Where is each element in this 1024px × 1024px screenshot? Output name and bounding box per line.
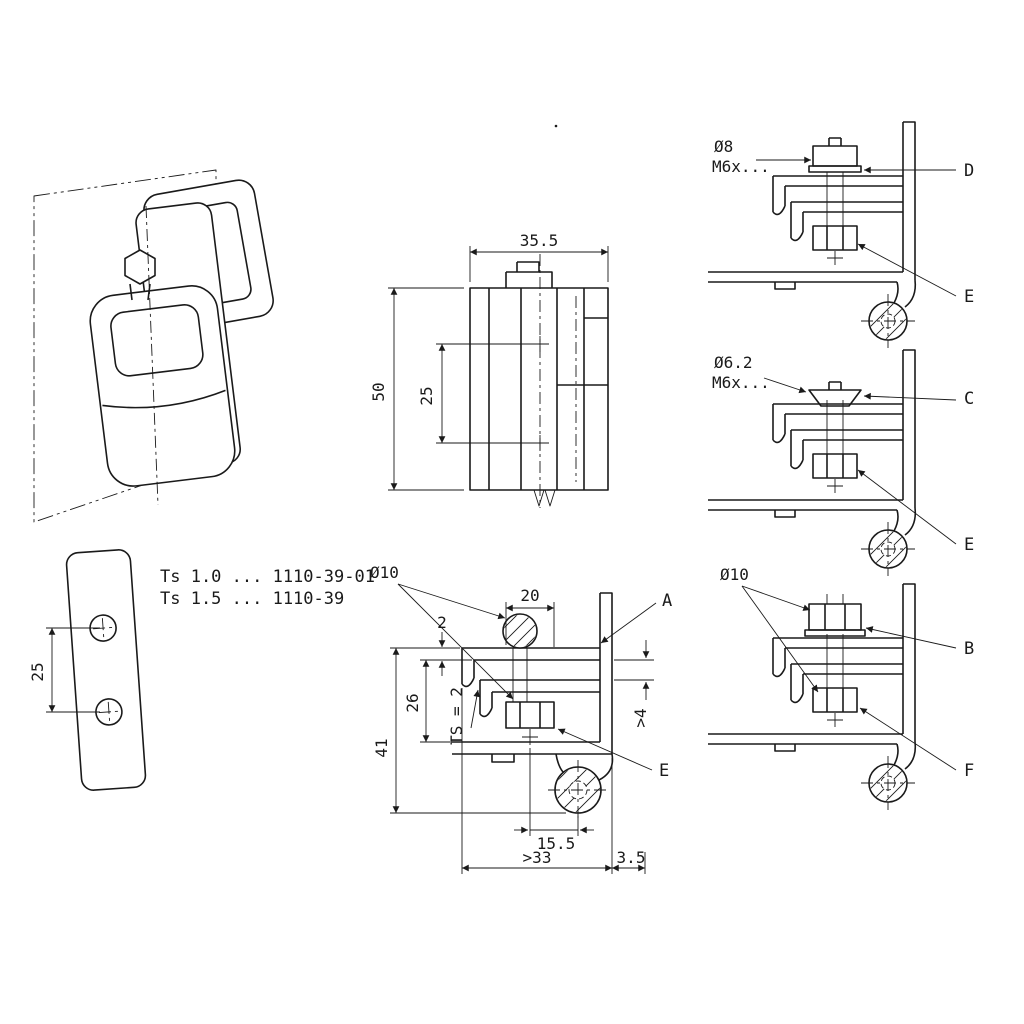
type-note-line1: Ts 1.0 ... 1110-39-01: [160, 567, 375, 587]
bracket-geometry-d: [708, 122, 927, 348]
dim-main-total: 41: [372, 738, 391, 757]
callout-b: B: [964, 639, 974, 659]
callout-e-mid: E: [964, 535, 974, 555]
front-spring-ends: [533, 489, 556, 507]
dia-label-b: Ø10: [720, 565, 749, 584]
hex-nut: [505, 701, 555, 729]
front-centerlines: [539, 254, 577, 508]
thread-label-d: M6x...: [712, 157, 770, 176]
screw-slot: [828, 381, 842, 390]
section-variant-b: Ø10 B F: [708, 565, 974, 810]
bracket-geometry-b: [708, 584, 927, 810]
clamp-leaf-3d: [89, 285, 236, 487]
frame-flange: [599, 592, 613, 754]
plate-geometry: [65, 549, 147, 791]
dim-main-pivot-offset: 15.5: [537, 834, 576, 853]
screw-head: [812, 145, 858, 167]
top-sheet: [461, 647, 600, 688]
type-note-line2: Ts 1.5 ... 1110-39: [160, 589, 344, 609]
dim-plate-holes: 25: [28, 662, 47, 681]
countersunk-head: [808, 389, 862, 407]
front-bolt-head: [505, 261, 553, 288]
dim-front-width: 35.5: [520, 231, 559, 250]
callout-f: F: [964, 761, 974, 781]
dim-main-gap: >4: [631, 708, 650, 727]
plate-view: 25: [28, 549, 147, 791]
callout-e-top: E: [964, 287, 974, 307]
plate-outline: [65, 549, 147, 791]
thread-label-c: M6x...: [712, 373, 770, 392]
section-variant-c: Ø6.2 M6x... C E: [708, 350, 974, 576]
dim-main-ts: TS = 2: [447, 687, 466, 745]
screw-slot: [828, 137, 842, 146]
dim-main-sheet: 2: [437, 613, 447, 632]
bracket-geometry-c: [708, 350, 927, 576]
bolt-center-mark: [522, 729, 538, 745]
stray-dot: [554, 124, 558, 128]
dim-main-edge: 3.5: [617, 848, 646, 867]
bolt-shank: [512, 648, 528, 702]
washer: [808, 165, 862, 173]
dim-main-inner: 26: [403, 693, 422, 712]
callout-c: C: [964, 389, 974, 409]
pin-circle: [502, 613, 538, 649]
plate-tab: [491, 754, 515, 763]
front-view: 35.5 50 25: [369, 231, 609, 508]
washer: [804, 629, 866, 637]
callout-e-main: E: [659, 761, 669, 781]
dim-main-depth: >33: [523, 848, 552, 867]
dim-main-boss: 20: [520, 586, 539, 605]
type-note: Ts 1.0 ... 1110-39-01 Ts 1.5 ... 1110-39: [160, 567, 375, 609]
dim-front-height: 50: [369, 382, 388, 401]
plate-hole-top: [89, 614, 117, 642]
stud-end: [826, 594, 844, 604]
front-body-outline: [469, 287, 609, 491]
bottom-plate: [452, 741, 612, 755]
section-variant-d: Ø8 M6x... D E: [708, 122, 974, 348]
phantom-panel-outline: [33, 169, 217, 523]
callout-d: D: [964, 161, 974, 181]
main-section-view: Ø10 20 2 26 TS = 2 41 >4 15.5: [370, 563, 672, 874]
isometric-view: [33, 169, 274, 523]
front-hole-centers: [531, 336, 549, 451]
dim-front-holes: 25: [417, 386, 436, 405]
callout-a: A: [662, 591, 672, 611]
plate-hole-bottom: [95, 698, 123, 726]
dim-main-dia: Ø10: [370, 563, 399, 582]
dia-label-c: Ø6.2: [714, 353, 753, 372]
iso-centerline: [145, 205, 159, 506]
dia-label-d: Ø8: [714, 137, 733, 156]
top-hex-nut: [808, 603, 862, 631]
front-internal-lines: [488, 288, 585, 490]
front-splits: [557, 317, 608, 386]
